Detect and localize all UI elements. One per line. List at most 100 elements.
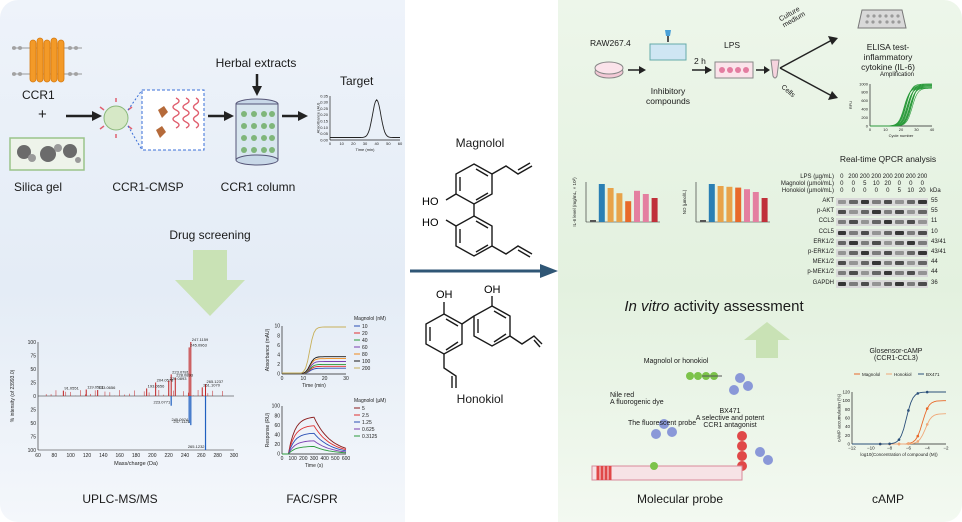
- y-axis-label: Response (RU): [265, 412, 271, 447]
- wb-condition-value: 0: [897, 181, 901, 187]
- x-tick-label: 100: [66, 453, 75, 459]
- x-tick-label: 30: [363, 141, 368, 146]
- bar: [642, 194, 649, 222]
- y-tick-label: 2: [277, 362, 280, 368]
- wb-condition-value: 200: [917, 174, 928, 180]
- wb-band: [849, 220, 858, 225]
- culture-medium-label: Culture medium: [778, 5, 807, 30]
- ccr1-membrane-icon: [12, 37, 82, 83]
- legend-entry: 80: [362, 352, 368, 358]
- y-tick-label: 0.25: [320, 106, 329, 111]
- wb-band: [872, 210, 881, 215]
- y-tick-label: 0: [33, 394, 36, 400]
- assessment-panel: RAW267.4 Inhibitory compounds 2 h LPS Cu…: [558, 0, 962, 522]
- data-point: [916, 392, 920, 395]
- x-tick-label: 200: [148, 453, 157, 459]
- data-point: [878, 442, 882, 446]
- x-tick-label: 0: [329, 141, 332, 146]
- wb-band: [860, 261, 869, 266]
- bar: [752, 192, 759, 222]
- data-point: [907, 409, 910, 412]
- y-axis-label: Absorbance (AU): [316, 102, 321, 133]
- data-point: [888, 442, 891, 446]
- wb-condition-value: 0: [840, 181, 844, 187]
- legend-entry: 200: [362, 366, 371, 372]
- qpcr-title: Real-time QPCR analysis: [839, 154, 937, 164]
- nile-red-label: Nile red A fluorogenic dye: [610, 392, 664, 406]
- ho-label-2: HO: [422, 217, 439, 229]
- magnolol-structure: HO HO: [422, 162, 533, 258]
- wb-kda-value: 11: [931, 218, 938, 225]
- x-tick-label: −8: [887, 446, 893, 451]
- well-plate-icon: [649, 30, 687, 61]
- wb-band-strip: [836, 228, 928, 237]
- elisa-plate-icon: [857, 9, 907, 29]
- wb-band: [837, 240, 846, 245]
- wb-band: [849, 281, 858, 286]
- peak-label-top: 228.0893: [176, 373, 193, 378]
- response-series-line: [282, 416, 347, 455]
- x-tick-label: −12: [848, 446, 856, 451]
- wb-band: [849, 210, 858, 215]
- y-tick-label: 60: [274, 423, 280, 429]
- y-axis-label: NO (µmol/L): [682, 189, 687, 214]
- y-tick-label: 40: [845, 424, 851, 429]
- peak-label-top: 220.0893: [170, 376, 187, 381]
- ccr1-label: CCR1: [22, 88, 55, 102]
- wb-band: [872, 281, 881, 286]
- y-tick-label: 60: [845, 416, 851, 421]
- lps-label: LPS: [724, 40, 741, 50]
- peak-label-top: 119.0501: [87, 385, 104, 390]
- y-tick-label: 50: [30, 421, 36, 427]
- wb-condition-value: 200: [848, 174, 859, 180]
- bar: [590, 220, 596, 222]
- split-arrows-icon: [779, 36, 838, 100]
- wb-condition-value: 200: [882, 174, 893, 180]
- wb-band: [906, 220, 915, 225]
- wb-band: [906, 230, 915, 235]
- wb-band: [837, 230, 846, 235]
- wb-condition-value: 20: [884, 181, 892, 187]
- x-tick-label: 0: [869, 127, 872, 132]
- y-tick-label: 0.30: [320, 100, 329, 105]
- absorbance-series-line: [282, 326, 346, 374]
- wb-condition-label: LPS (µg/mL): [800, 174, 834, 180]
- y-axis-label: Absorbance (mAU): [265, 328, 271, 371]
- wb-band: [895, 261, 904, 266]
- wb-condition-value: 20: [918, 188, 926, 194]
- y-tick-label: 4: [277, 352, 280, 358]
- bar: [598, 184, 605, 222]
- peak-label-bottom: 245.0974: [171, 417, 188, 422]
- drug-screening-label: Drug screening: [169, 228, 251, 242]
- legend-entry: 5: [362, 406, 365, 412]
- legend-entry: 1.25: [362, 420, 372, 426]
- wb-kda-value: 55: [931, 208, 938, 215]
- wb-band: [837, 200, 846, 204]
- raw-cell-label: RAW267.4: [590, 38, 631, 48]
- wb-band: [895, 230, 904, 235]
- wb-band: [860, 271, 869, 276]
- wb-condition-value: 0: [851, 188, 855, 194]
- wb-condition-value: 10: [907, 188, 915, 194]
- bar: [761, 198, 768, 222]
- wb-band: [906, 271, 915, 276]
- wb-band: [872, 220, 881, 225]
- bar: [744, 189, 750, 222]
- data-point: [907, 442, 910, 446]
- wb-band: [872, 200, 881, 204]
- y-axis-label: cAMP accumulation (%): [836, 394, 841, 442]
- wb-band-strip: [836, 208, 928, 217]
- wb-band-strip: [836, 198, 928, 206]
- y-axis-label: IL-6 level (mg/mL, × 10³): [572, 177, 577, 227]
- peak-label-top: 247.1159: [192, 337, 209, 342]
- wb-kda-value: 36: [931, 279, 938, 286]
- wb-band: [849, 251, 858, 255]
- y-tick-label: 40: [274, 432, 280, 438]
- legend-entry: 0.3125: [362, 434, 378, 440]
- y-tick-label: 0.00: [320, 137, 329, 142]
- wb-band: [849, 271, 858, 276]
- camp-label: cAMP: [871, 492, 905, 506]
